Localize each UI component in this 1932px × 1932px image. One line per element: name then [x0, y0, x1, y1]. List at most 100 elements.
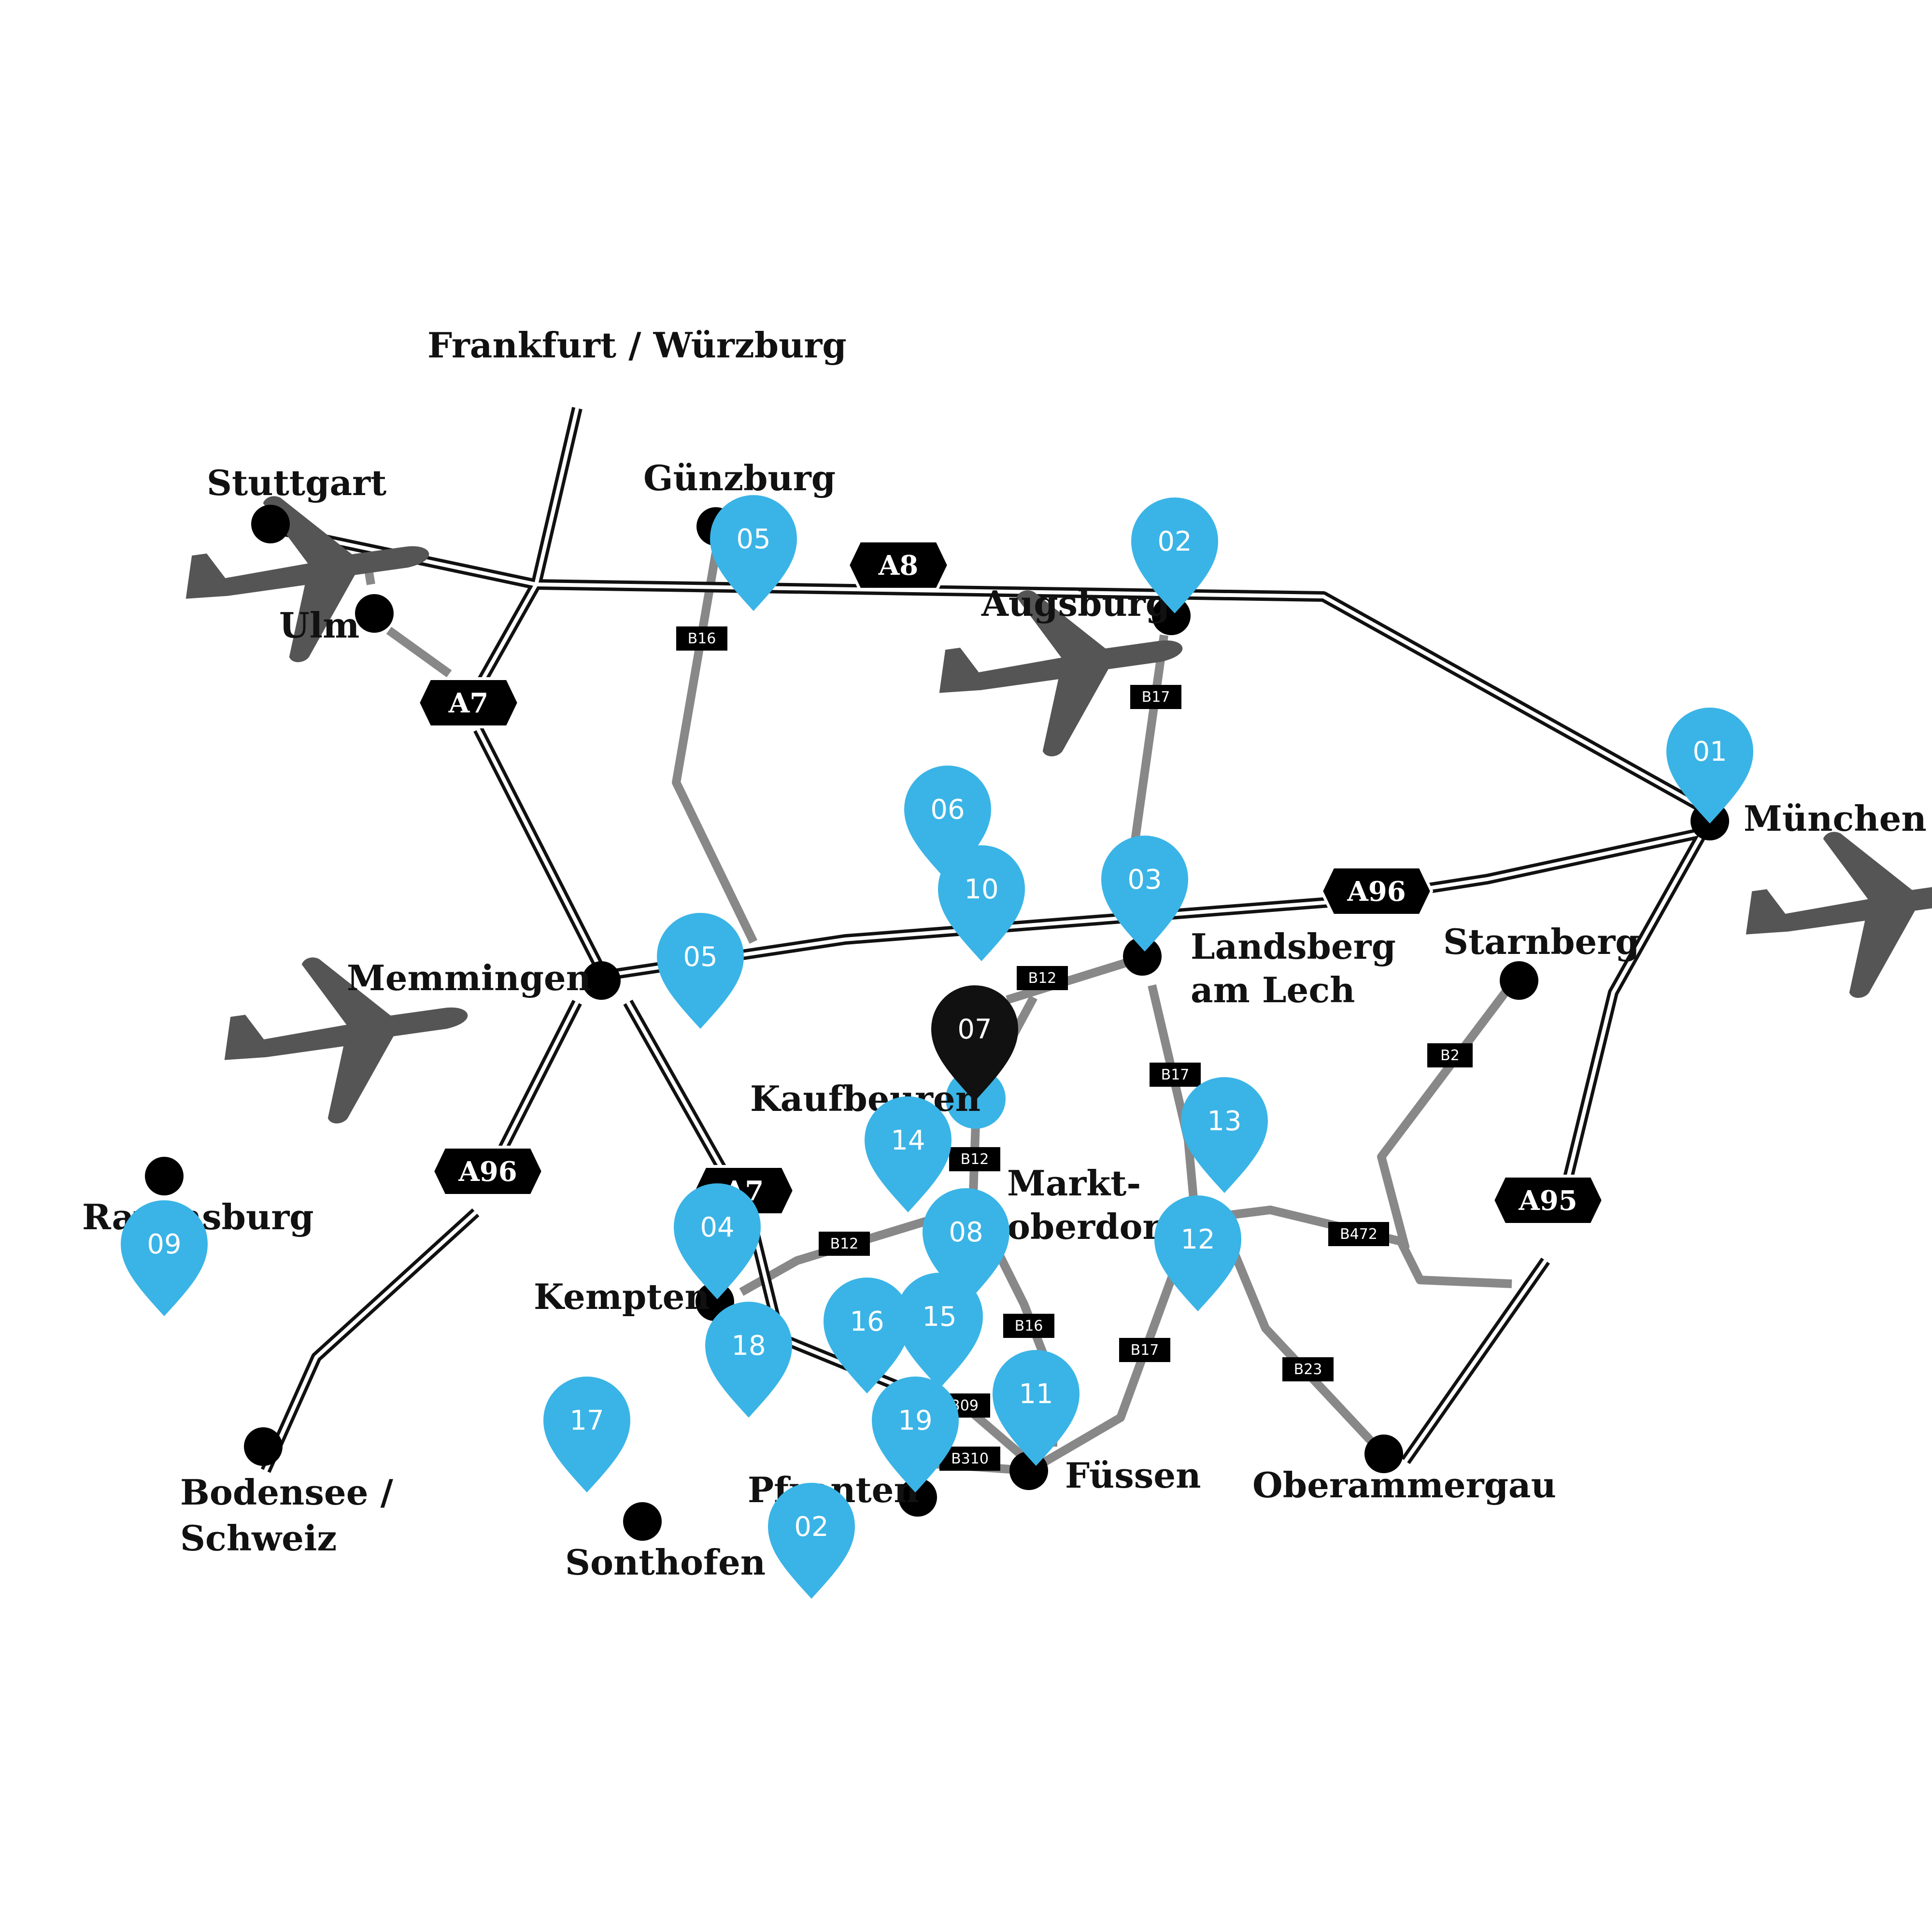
- shield-b12-kaufbeuren: B12: [949, 1147, 1000, 1171]
- map-pin-06[interactable]: 06: [904, 766, 991, 881]
- shield-b2: B2: [1427, 1043, 1473, 1067]
- svg-text:02: 02: [1157, 526, 1192, 557]
- map-pin-10[interactable]: 10: [938, 845, 1025, 961]
- map-pin-05-south[interactable]: 05: [657, 913, 744, 1029]
- road-b23: [1215, 1215, 1375, 1445]
- city-label-stuttgart: Stuttgart: [207, 462, 386, 503]
- city-label-augsburg: Augsburg: [981, 583, 1170, 624]
- map-pin-17[interactable]: 17: [543, 1377, 630, 1492]
- city-label-landsberg-2: am Lech: [1191, 969, 1355, 1010]
- map-pin-02-south[interactable]: 02: [768, 1483, 855, 1599]
- map-pin-04[interactable]: 04: [674, 1183, 761, 1299]
- map-pin-19[interactable]: 19: [872, 1377, 959, 1492]
- shield-b12-kempten: B12: [819, 1232, 870, 1256]
- shield-a96-east: A96: [1320, 866, 1434, 917]
- shield-b310: B310: [939, 1447, 1000, 1471]
- map-pin-01[interactable]: 01: [1666, 708, 1753, 824]
- svg-text:B17: B17: [1161, 1066, 1190, 1083]
- svg-text:19: 19: [898, 1405, 932, 1436]
- city-dot-sonthofen: [623, 1502, 662, 1541]
- svg-text:B12: B12: [1028, 970, 1057, 987]
- svg-text:A7: A7: [448, 687, 488, 719]
- map-pin-09[interactable]: 09: [121, 1200, 208, 1316]
- svg-text:B12: B12: [830, 1236, 859, 1252]
- svg-text:16: 16: [850, 1306, 884, 1337]
- svg-text:B17: B17: [1131, 1342, 1159, 1359]
- airport-stuttgart-plane-icon: [173, 476, 441, 677]
- svg-text:04: 04: [700, 1212, 734, 1243]
- svg-text:12: 12: [1180, 1224, 1215, 1255]
- svg-text:01: 01: [1692, 736, 1727, 767]
- svg-text:B23: B23: [1294, 1361, 1322, 1378]
- city-label-marktoberdorf-2: oberdorf: [1007, 1206, 1178, 1247]
- svg-text:18: 18: [731, 1330, 766, 1362]
- shield-b12-landsberg: B12: [1017, 966, 1068, 990]
- shield-b17-north: B17: [1130, 685, 1181, 709]
- city-dot-memmingen: [582, 961, 621, 1000]
- svg-text:11: 11: [1019, 1378, 1053, 1410]
- city-label-kempten: Kempten: [534, 1276, 710, 1317]
- svg-text:B2: B2: [1440, 1047, 1460, 1064]
- shield-a95: A95: [1491, 1175, 1605, 1226]
- map-pin-11[interactable]: 11: [993, 1350, 1080, 1466]
- svg-text:13: 13: [1207, 1106, 1241, 1137]
- city-label-bodensee-1: Bodensee /: [180, 1472, 394, 1513]
- city-dot-landsberg: [1123, 937, 1162, 976]
- location-pins: 01 02 03 04 05 05 06 07 08 09 10 11 12 1…: [121, 495, 1753, 1599]
- city-dot-bodensee: [244, 1427, 283, 1466]
- map-pin-02[interactable]: 02: [1131, 497, 1218, 613]
- city-label-ulm: Ulm: [279, 605, 359, 646]
- svg-text:10: 10: [964, 874, 998, 905]
- svg-text:A95: A95: [1518, 1185, 1577, 1217]
- svg-text:08: 08: [949, 1217, 983, 1248]
- map-pin-12[interactable]: 12: [1154, 1195, 1241, 1311]
- svg-text:B472: B472: [1340, 1226, 1378, 1243]
- svg-text:15: 15: [922, 1301, 956, 1333]
- svg-text:09: 09: [147, 1229, 181, 1260]
- road-b17-south: [1031, 1218, 1197, 1472]
- airport-muenchen-plane-icon: [1733, 811, 1932, 1012]
- svg-text:A96: A96: [1347, 876, 1406, 908]
- city-label-bodensee-2: Schweiz: [180, 1518, 337, 1559]
- city-label-kaufbeuren: Kaufbeuren: [750, 1078, 980, 1119]
- city-dot-ravensburg: [145, 1157, 184, 1195]
- map-pin-18[interactable]: 18: [705, 1302, 792, 1418]
- shield-b16-south: B16: [1003, 1314, 1054, 1338]
- city-dot-oberammergau: [1364, 1435, 1403, 1473]
- svg-text:B17: B17: [1142, 689, 1170, 706]
- road-b16-north: [672, 552, 758, 944]
- svg-text:B16: B16: [688, 630, 716, 647]
- svg-text:14: 14: [891, 1125, 925, 1156]
- svg-text:A96: A96: [458, 1156, 517, 1188]
- svg-text:05: 05: [736, 524, 770, 555]
- shield-b472: B472: [1328, 1222, 1389, 1246]
- map-pin-16[interactable]: 16: [824, 1278, 910, 1393]
- svg-text:B12: B12: [961, 1151, 989, 1168]
- shield-b23: B23: [1282, 1357, 1334, 1381]
- city-label-guenzburg: Günzburg: [643, 457, 836, 498]
- city-dot-ulm: [355, 594, 394, 633]
- map-pin-15[interactable]: 15: [896, 1273, 983, 1389]
- svg-text:B16: B16: [1015, 1318, 1043, 1335]
- svg-text:17: 17: [569, 1405, 604, 1436]
- shield-b16-north: B16: [676, 626, 727, 651]
- map-pin-08[interactable]: 08: [923, 1188, 1009, 1304]
- map-pin-05-north[interactable]: 05: [710, 495, 797, 611]
- svg-text:05: 05: [683, 941, 717, 973]
- svg-text:07: 07: [957, 1014, 992, 1045]
- svg-text:B310: B310: [951, 1450, 989, 1467]
- map-pin-03[interactable]: 03: [1101, 836, 1188, 952]
- city-label-marktoberdorf-1: Markt-: [1007, 1163, 1141, 1204]
- map-pin-07-active[interactable]: 07: [931, 985, 1018, 1101]
- road-b2: [1377, 987, 1511, 1250]
- map-pin-13[interactable]: 13: [1181, 1077, 1268, 1193]
- city-label-fuessen: Füssen: [1065, 1455, 1201, 1496]
- shield-a8: A8: [846, 540, 951, 591]
- header-destination-label: Frankfurt / Würzburg: [427, 325, 847, 366]
- svg-text:03: 03: [1127, 864, 1162, 895]
- shield-b17-south: B17: [1119, 1338, 1170, 1362]
- city-dot-pfronten: [898, 1478, 937, 1517]
- city-dot-stuttgart: [251, 505, 290, 543]
- map-pin-14[interactable]: 14: [865, 1096, 952, 1212]
